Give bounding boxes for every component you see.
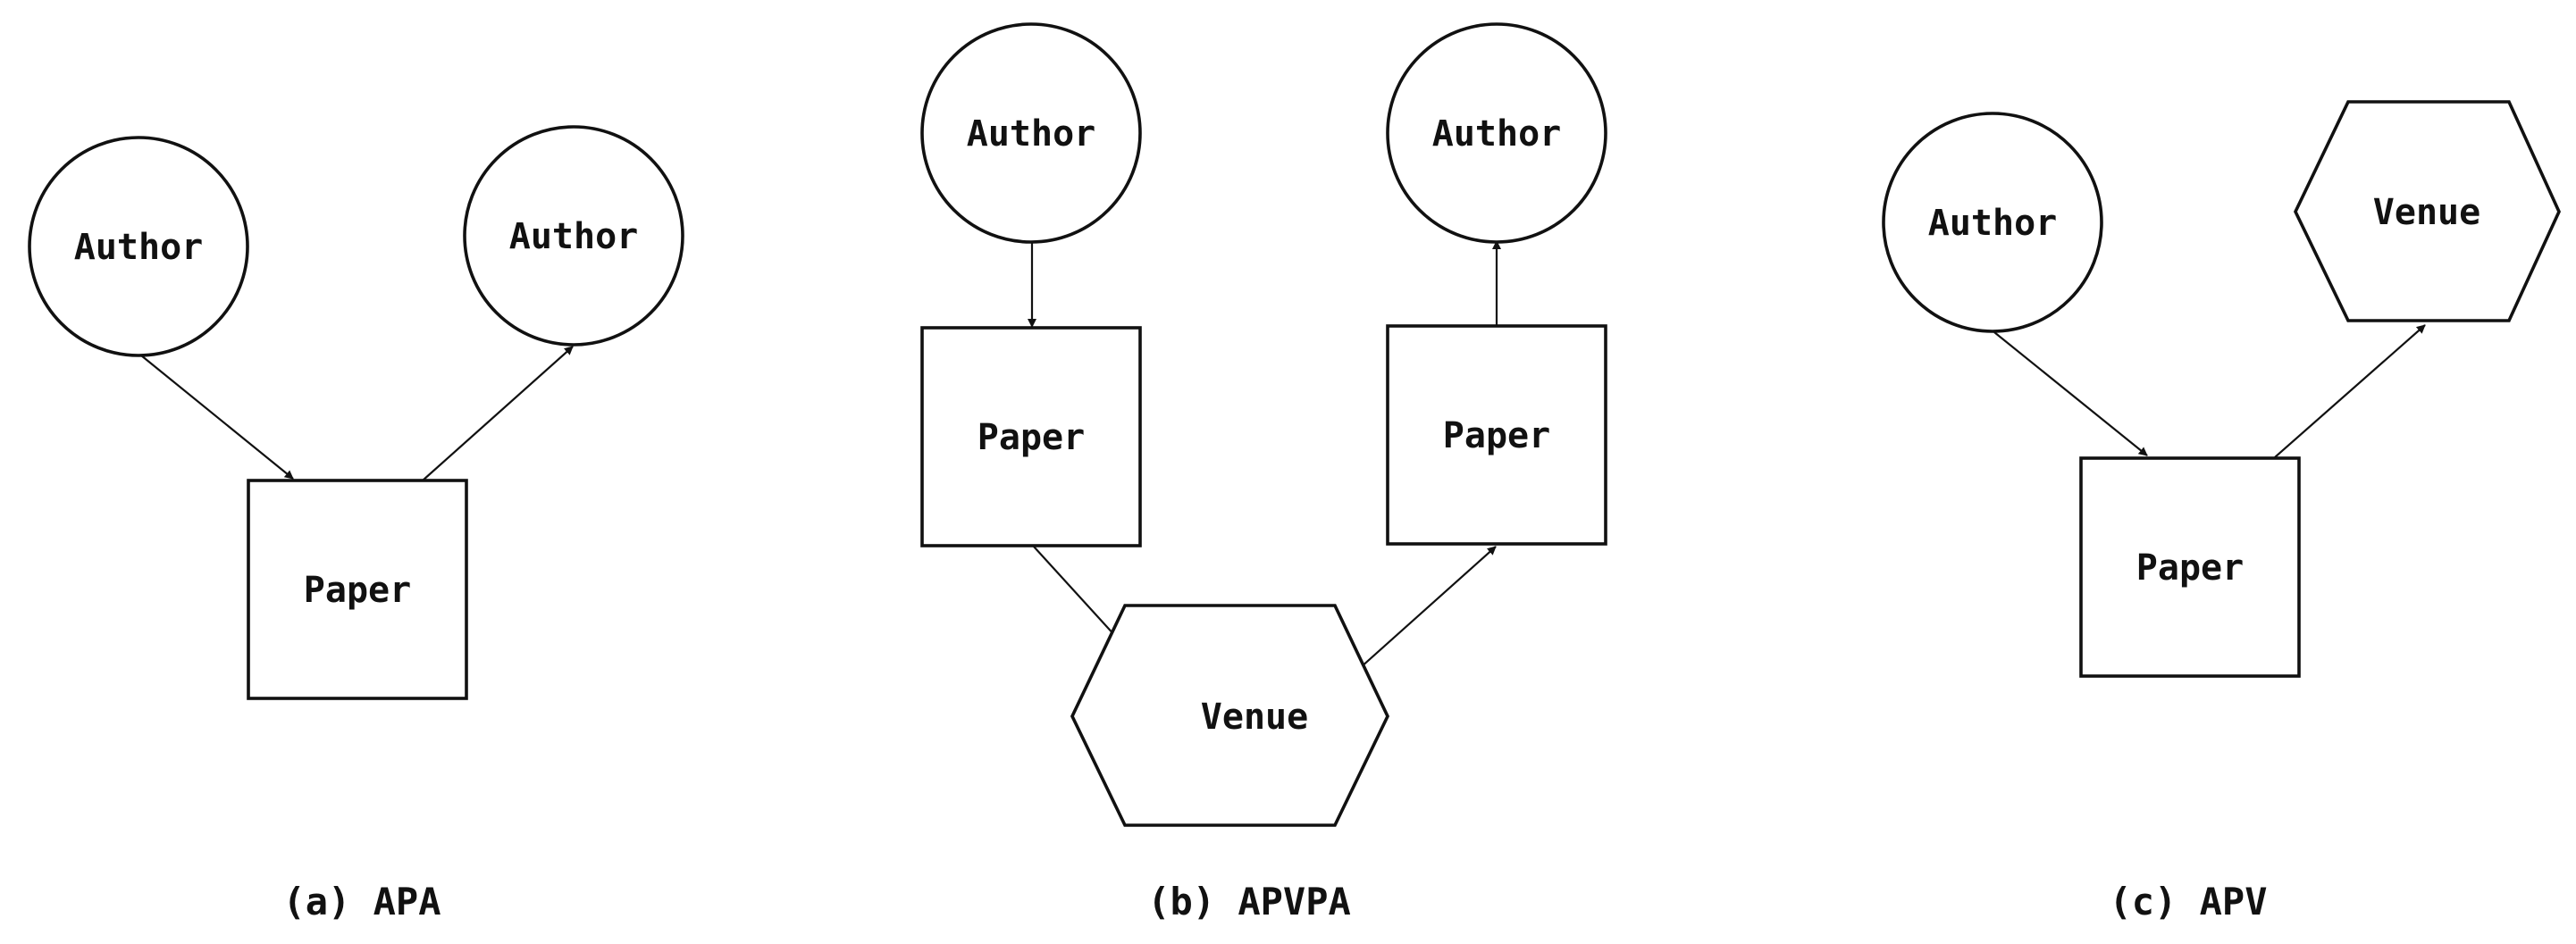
paper-square xyxy=(247,479,468,700)
edge-author-to-paper xyxy=(1993,331,2148,456)
edge-venue-to-paper xyxy=(1359,546,1497,669)
paper-square xyxy=(2079,456,2301,678)
node-label: Author xyxy=(509,216,639,257)
node-paper: Paper xyxy=(920,326,1142,547)
node-author: Author xyxy=(1882,112,2103,333)
node-paper: Paper xyxy=(247,479,468,700)
node-label: Author xyxy=(967,113,1096,155)
node-paper: Paper xyxy=(1386,324,1607,546)
node-label: Venue xyxy=(2373,192,2480,233)
author-circle xyxy=(463,125,684,347)
node-label: Paper xyxy=(978,417,1085,458)
node-label: Paper xyxy=(1443,415,1550,456)
author-circle xyxy=(28,136,249,357)
edge-author-to-paper xyxy=(140,355,294,480)
node-label: Paper xyxy=(304,570,411,611)
node-venue: Venue xyxy=(2294,100,2561,322)
node-label: Author xyxy=(1928,203,2058,244)
node-author: Author xyxy=(28,136,249,357)
node-author: Author xyxy=(1386,22,1607,244)
panel-caption: (b) APVPA xyxy=(1147,880,1351,923)
venue-hexagon xyxy=(2294,100,2561,322)
node-label: Venue xyxy=(1201,697,1308,738)
node-author: Author xyxy=(463,125,684,347)
paper-square xyxy=(920,326,1142,547)
node-paper: Paper xyxy=(2079,456,2301,678)
node-label: Author xyxy=(74,227,204,268)
panel-apvpa: Author Author Paper Paper Venue (b) APVP… xyxy=(920,22,1607,923)
node-label: Paper xyxy=(2136,547,2244,589)
author-circle xyxy=(1386,22,1607,244)
node-venue: Venue xyxy=(1070,604,1389,827)
panel-caption: (c) APV xyxy=(2109,880,2267,923)
node-label: Author xyxy=(1432,113,1562,155)
author-circle xyxy=(1882,112,2103,333)
node-author: Author xyxy=(920,22,1142,244)
author-circle xyxy=(920,22,1142,244)
venue-hexagon xyxy=(1070,604,1389,827)
edge-paper-to-author xyxy=(422,346,574,481)
panel-apv: Author Venue Paper (c) APV xyxy=(1882,100,2561,923)
panel-apa: Author Author Paper (a) APA xyxy=(28,125,684,923)
paper-square xyxy=(1386,324,1607,546)
panel-caption: (a) APA xyxy=(282,880,441,923)
edge-paper-to-venue xyxy=(2274,324,2426,458)
